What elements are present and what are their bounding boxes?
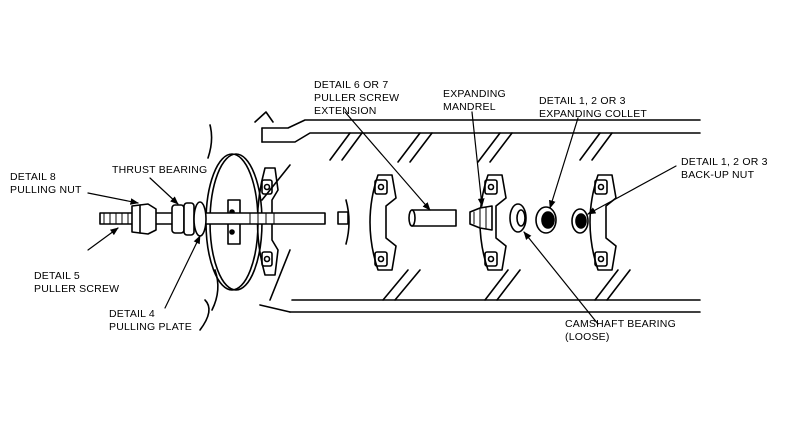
leader-pulling-nut	[87, 192, 139, 205]
back-up-nut-part	[571, 208, 589, 234]
engine-block-outline	[199, 111, 701, 331]
label-pulling-plate-line2: PULLING PLATE	[109, 321, 192, 333]
label-thrust-bearing-line1: THRUST BEARING	[112, 164, 208, 176]
label-screw-extension-line3: EXTENSION	[314, 105, 377, 117]
leader-expanding-mandrel	[471, 111, 485, 207]
label-expanding-collet: DETAIL 1, 2 OR 3 EXPANDING COLLET	[539, 95, 647, 121]
label-pulling-plate-line1: DETAIL 4	[109, 308, 155, 320]
label-camshaft-bearing: CAMSHAFT BEARING (LOOSE)	[565, 318, 676, 344]
label-puller-screw-line2: PULLER SCREW	[34, 283, 120, 295]
label-camshaft-bearing-line1: CAMSHAFT BEARING	[565, 318, 676, 330]
label-pulling-nut: DETAIL 8 PULLING NUT	[10, 171, 82, 197]
label-back-up-nut: DETAIL 1, 2 OR 3 BACK-UP NUT	[681, 156, 768, 182]
label-screw-extension-line2: PULLER SCREW	[314, 92, 400, 104]
screw-extension-part	[337, 209, 457, 227]
pulling-nut-part	[131, 203, 157, 235]
leader-pulling-plate	[164, 235, 201, 309]
label-pulling-plate: DETAIL 4 PULLING PLATE	[109, 308, 192, 334]
label-expanding-collet-line2: EXPANDING COLLET	[539, 108, 648, 120]
label-pulling-nut-line2: PULLING NUT	[10, 184, 82, 196]
bulkhead-3	[479, 174, 507, 271]
label-screw-extension-line1: DETAIL 6 OR 7	[314, 79, 389, 91]
label-thrust-bearing: THRUST BEARING	[112, 164, 207, 177]
label-screw-extension: DETAIL 6 OR 7 PULLER SCREW EXTENSION	[314, 79, 399, 118]
label-puller-screw: DETAIL 5 PULLER SCREW	[34, 270, 119, 296]
leader-camshaft-bearing	[523, 231, 599, 325]
expanding-mandrel-part	[469, 205, 493, 231]
label-back-up-nut-line1: DETAIL 1, 2 OR 3	[681, 156, 768, 168]
leader-expanding-collet	[549, 117, 579, 209]
camshaft-bearing-part	[509, 203, 527, 233]
label-expanding-mandrel-line1: EXPANDING	[443, 88, 506, 100]
bulkhead-4	[589, 174, 617, 271]
leader-thrust-bearing	[149, 177, 179, 205]
leader-screw-extension	[344, 111, 431, 211]
label-pulling-nut-line1: DETAIL 8	[10, 171, 56, 183]
label-puller-screw-line1: DETAIL 5	[34, 270, 80, 282]
label-expanding-collet-line1: DETAIL 1, 2 OR 3	[539, 95, 626, 107]
thrust-bearing-part	[171, 201, 207, 237]
expanding-collet-part	[535, 206, 557, 234]
label-back-up-nut-line2: BACK-UP NUT	[681, 169, 755, 181]
leader-lines	[87, 111, 677, 325]
label-camshaft-bearing-line2: (LOOSE)	[565, 331, 610, 343]
label-expanding-mandrel-line2: MANDREL	[443, 101, 496, 113]
bulkhead-2	[345, 174, 397, 271]
leader-back-up-nut	[587, 165, 677, 215]
leader-puller-screw	[87, 227, 119, 251]
label-expanding-mandrel: EXPANDING MANDREL	[443, 88, 506, 114]
